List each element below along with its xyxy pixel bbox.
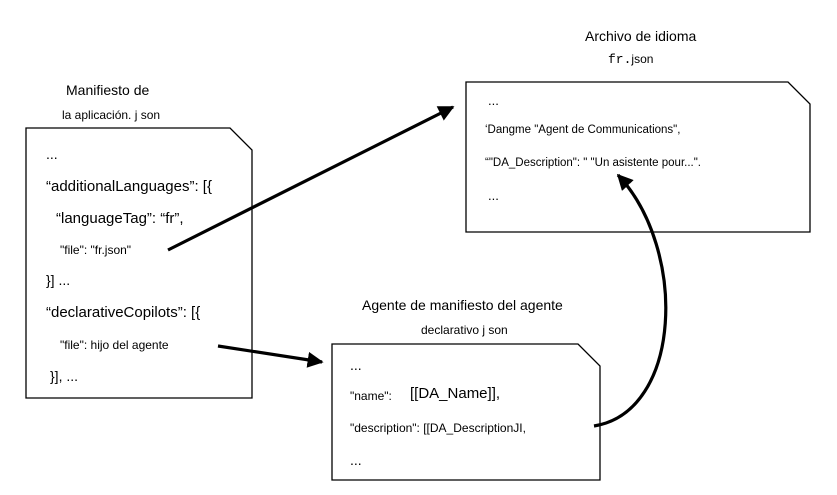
app-manifest-line: }] ... [46, 272, 71, 288]
app-manifest-caption-line2: la aplicación. j son [62, 108, 161, 122]
arrow-to-agent-manifest [217, 344, 324, 368]
language-file-line: ... [488, 93, 499, 108]
language-file-caption: Archivo de idioma [585, 28, 697, 44]
agent-manifest-name-key: "name": [350, 389, 392, 403]
language-file-filename-rest: json [631, 52, 654, 66]
app-manifest-caption-line1: Manifiesto de [66, 82, 150, 98]
app-manifest-line: “languageTag”: “fr”, [56, 210, 184, 227]
app-manifest-line: “declarativeCopilots”: [{ [46, 304, 201, 321]
language-file-filename: fr.json [608, 50, 653, 68]
agent-manifest-line: "description": [[DA_DescriptionJI, [350, 421, 526, 435]
language-file-line: ... [488, 188, 499, 203]
agent-manifest-caption-line2: declarativo j son [421, 323, 508, 337]
app-manifest-box [25, 127, 253, 399]
agent-manifest-box [331, 343, 601, 481]
arrow-description-to-language [593, 173, 668, 428]
agent-manifest-line: ... [350, 357, 362, 373]
language-file-line: “"DA_Description": " "Un asistente pour.… [485, 157, 702, 169]
language-file-line: ‘Dangme "Agent de Communications", [485, 124, 681, 136]
agent-manifest-name-value: [[DA_Name]], [410, 385, 501, 402]
language-file-filename-mono: fr. [608, 52, 632, 67]
app-manifest-line: ... [46, 146, 58, 162]
agent-manifest-line: ... [350, 452, 362, 468]
app-manifest-line: }], ... [50, 368, 79, 384]
app-manifest-line: "file": hijo del agente [60, 338, 169, 352]
arrow-to-language-file [167, 105, 455, 252]
language-file-box [465, 81, 811, 233]
agent-manifest-caption-line1: Agente de manifiesto del agente [362, 297, 563, 313]
app-manifest-line: “additionalLanguages”: [{ [46, 178, 212, 195]
app-manifest-line: "file": "fr.json" [60, 243, 132, 257]
